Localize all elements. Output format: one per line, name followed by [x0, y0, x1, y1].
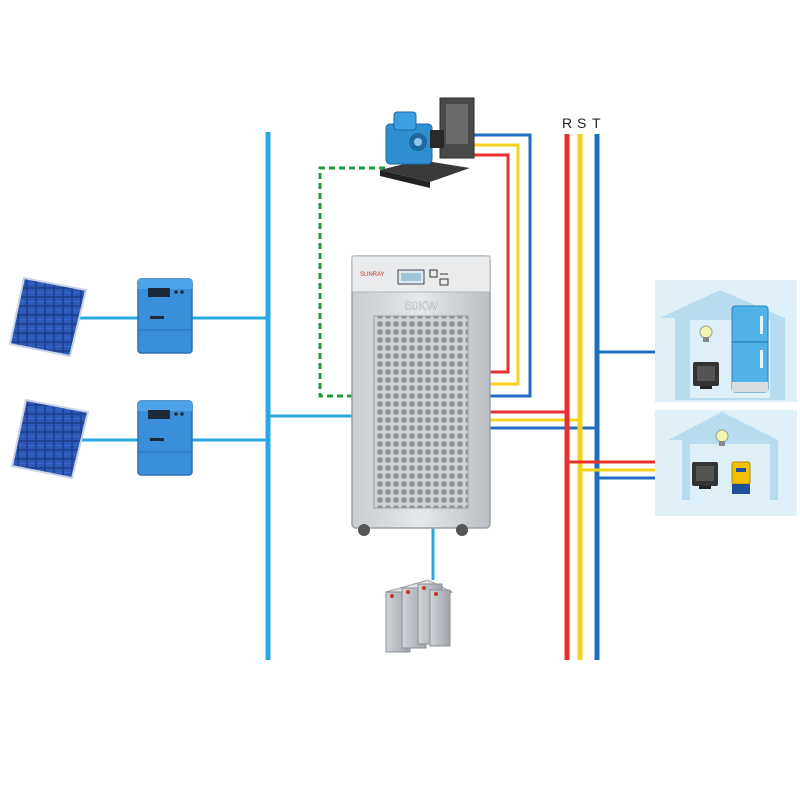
generator-control-wire: [318, 166, 385, 398]
inverter-status-icons: [429, 269, 449, 286]
inverter-caster-wheels: [358, 524, 468, 536]
refrigerator-icon: [731, 305, 769, 393]
house-1-loads: [655, 280, 797, 402]
gen-phase-r-wire: [470, 153, 510, 374]
water-heater-icon: [731, 461, 751, 494]
inverter-vent-grille: [373, 315, 469, 509]
controller-1-display: [148, 288, 170, 297]
battery-bank: [384, 579, 454, 653]
three-phase-bus: [564, 134, 600, 660]
light-bulb-icon: [715, 429, 729, 446]
solar-panel-2: [10, 398, 90, 480]
inverter-cabinet: SUNRAY 50KW: [351, 255, 491, 536]
television-icon: [692, 462, 718, 489]
dc-bus-wiring: [80, 132, 435, 660]
charge-controller-1: [137, 278, 193, 354]
diesel-generator: [380, 97, 475, 188]
inverter-rating-label: 50KW: [405, 299, 438, 313]
charge-controller-2: [137, 400, 193, 476]
controller-2-display: [148, 410, 170, 419]
phase-label-r: R: [562, 115, 572, 131]
generator-to-inverter-wiring: [470, 133, 532, 398]
gen-phase-t-wire: [470, 133, 532, 398]
light-bulb-icon: [699, 325, 713, 342]
phase-labels: R S T: [562, 115, 601, 131]
inverter-brand-mark: SUNRAY: [360, 272, 385, 278]
gen-phase-s-wire: [470, 143, 520, 386]
house-2-loads: [655, 410, 797, 516]
solar-panel-1: [8, 276, 88, 358]
television-icon: [693, 362, 719, 389]
phase-label-t: T: [592, 115, 601, 131]
phase-label-s: S: [577, 115, 586, 131]
